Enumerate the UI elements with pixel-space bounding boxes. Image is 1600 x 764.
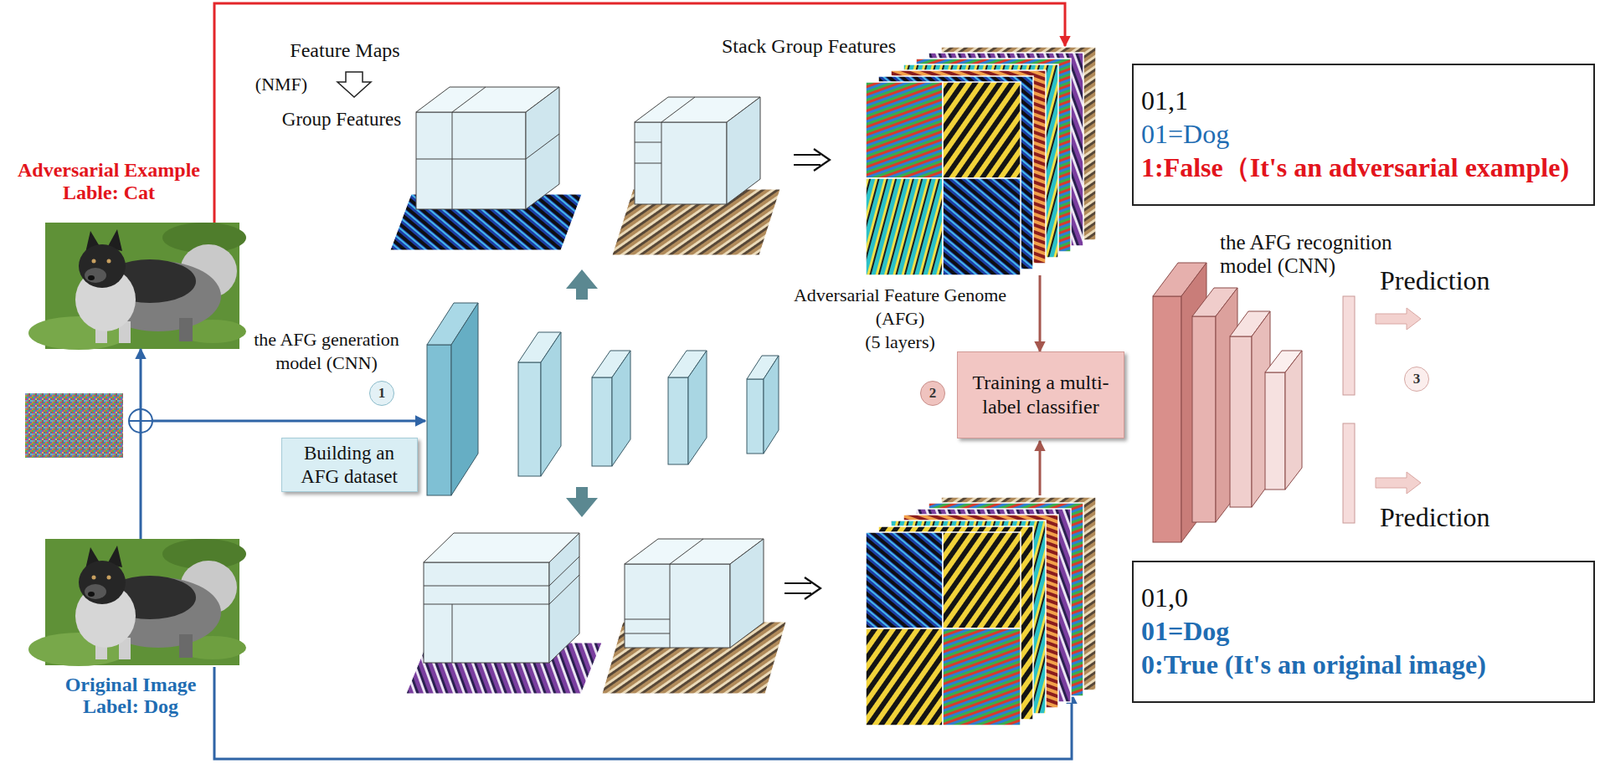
stack-heading: Stack Group Features (721, 35, 896, 58)
nmf-arrow (337, 72, 371, 98)
model-label: model (CNN) (275, 352, 378, 375)
connector-arrow (139, 349, 143, 540)
image-label: Lable: Cat (11, 181, 206, 205)
teal-arrows (565, 269, 598, 518)
caption-holder: Original ImageLabel: Dog (33, 673, 228, 718)
text-label: (5 layers) (864, 331, 936, 354)
result-line: 1:False（It's an adversarial example) (1141, 150, 1587, 185)
feature-stack-bottom (865, 497, 1096, 726)
result-line: 0:True (It's an original image) (1141, 648, 1587, 682)
callout-text: 3 (1413, 370, 1421, 388)
feature-stack: Stack Group Features (865, 46, 1097, 276)
callout-text: 2 (929, 385, 937, 402)
generation-cnn (427, 303, 779, 496)
callout-number: 1 (369, 380, 395, 407)
callout-text: 1 (378, 385, 386, 402)
caption-holder: Stack Group Features (721, 35, 896, 58)
image-label: Original Image (33, 673, 228, 696)
callout-number: 2 (920, 380, 946, 407)
photos (25, 222, 247, 667)
feature-stack-top (865, 46, 1096, 276)
image-label: Label: Dog (33, 695, 228, 718)
connector-arrow (1039, 275, 1042, 352)
process-box: Training a multi- label classifier (956, 351, 1125, 439)
result-box: 01,101=Dog1:False（It's an adversarial ex… (1131, 63, 1595, 206)
prediction-label: Prediction (1379, 502, 1491, 534)
result-line: 01=Dog (1141, 614, 1587, 649)
model-label: model (CNN) (1219, 254, 1336, 278)
feature-map-bases (390, 189, 787, 695)
model-label: the AFG generation (253, 329, 400, 351)
box-text: Building an AFG dataset (288, 442, 411, 489)
text-label: Group Features (282, 108, 402, 131)
original-image: Original ImageLabel: Dog (45, 539, 238, 668)
model-label: the AFG recognition (1219, 231, 1393, 255)
stack-arrow-bottom (1039, 441, 1042, 496)
implies-arrows (784, 149, 830, 600)
caption-holder: Adversarial ExampleLable: Cat (11, 159, 206, 205)
box-text: Training a multi- label classifier (964, 370, 1117, 420)
image-label: Adversarial Example (11, 159, 206, 182)
text-label: Adversarial Feature Genome (793, 284, 1007, 307)
callout-number: 3 (1404, 366, 1430, 392)
result-line: 01,0 (1141, 581, 1587, 615)
result-line: 01=Dog (1141, 117, 1587, 151)
process-box: Building an AFG dataset (281, 437, 418, 493)
text-label: (AFG) (875, 308, 926, 330)
text-label: Feature Maps (289, 39, 400, 62)
output-layers (1342, 296, 1421, 524)
recognition-cnn (1152, 262, 1302, 543)
adversarial-image: Adversarial ExampleLable: Cat (45, 222, 240, 350)
result-line: 01,1 (1141, 83, 1587, 118)
connector-arrow (214, 3, 1065, 223)
group-feature-blocks (416, 87, 764, 664)
result-box: 01,001=Dog0:True (It's an original image… (1131, 560, 1595, 704)
method-label: (NMF) (255, 73, 308, 96)
prediction-label: Prediction (1379, 265, 1491, 297)
